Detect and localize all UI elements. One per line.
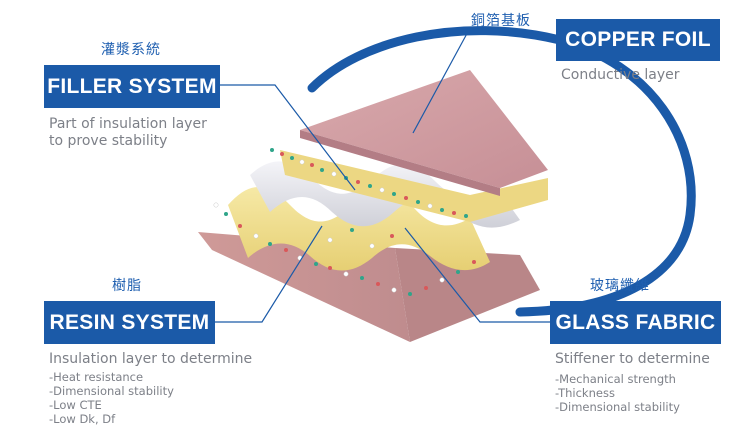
blue-arc: [307, 26, 696, 317]
resin-system-bullet-list: -Heat resistance -Dimensional stability …: [49, 370, 174, 426]
filler-particles: [213, 148, 476, 296]
glass-fabric-bullet: -Dimensional stability: [555, 400, 680, 414]
glass-fabric-title: GLASS FABRIC: [550, 301, 721, 344]
top-copper-layer: [300, 70, 548, 188]
resin-system-bullet: -Heat resistance: [49, 370, 144, 384]
glass-fabric-description: Stiffener to determine: [555, 351, 710, 367]
resin-system-description: Insulation layer to determine: [49, 351, 253, 367]
copper-foil-description: Conductive layer: [561, 67, 680, 83]
copper-foil-title: COPPER FOIL: [556, 19, 720, 61]
upper-resin-layer: [280, 150, 548, 222]
filler-system-description-line-2: to prove stability: [49, 133, 168, 149]
resin-system-bullet: -Low Dk, Df: [49, 412, 116, 426]
glass-fabric-bullet: -Thickness: [555, 386, 615, 400]
glass-fabric-cjk-label: 玻璃纖維: [590, 278, 650, 294]
copper-foil-leader: [412, 27, 471, 134]
filler-system-cjk-label: 灌漿系統: [101, 42, 161, 58]
copper-foil-cjk-label: 銅箔基板: [471, 13, 531, 29]
filler-system-title: FILLER SYSTEM: [44, 65, 220, 108]
glass-fabric-bullet-list: -Mechanical strength -Thickness -Dimensi…: [555, 372, 680, 414]
resin-system-bullet: -Dimensional stability: [49, 384, 174, 398]
resin-system-cjk-label: 樹脂: [112, 278, 142, 294]
leader-lines: [215, 27, 550, 323]
filler-system-description: Part of insulation layer to prove stabil…: [49, 116, 207, 150]
resin-system-leader: [215, 225, 323, 323]
lower-resin-layer: [228, 186, 490, 271]
filler-system-leader: [220, 84, 356, 191]
glass-fabric-bullet: -Mechanical strength: [555, 372, 676, 386]
resin-system-bullet: -Low CTE: [49, 398, 102, 412]
resin-system-title: RESIN SYSTEM: [44, 301, 215, 344]
filler-system-description-line-1: Part of insulation layer: [49, 116, 207, 132]
glass-fabric-leader: [404, 227, 550, 323]
